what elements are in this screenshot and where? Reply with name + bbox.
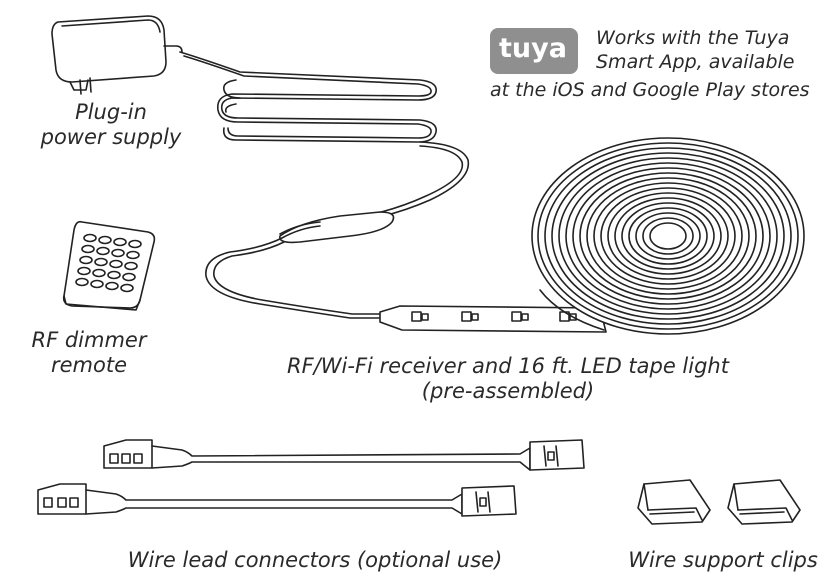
wire-lead-connector-icon (103, 439, 585, 471)
tuya-line-3-wrap: at the iOS and Google Play stores (490, 78, 810, 102)
remote-caption-line-2: remote (50, 353, 127, 377)
power-supply-caption-line-2: power supply (40, 125, 182, 149)
wire-support-clip-icon (637, 479, 711, 525)
receiver-caption-line-2: (pre-assembled) (421, 379, 595, 403)
wire-lead-connector-icon (37, 483, 517, 517)
tuya-line-3: at the iOS and Google Play stores (490, 79, 810, 101)
power-supply-caption-line-1: Plug-in (75, 100, 147, 124)
tuya-logo: tuya (490, 28, 578, 74)
power-supply-icon (51, 15, 183, 95)
tuya-compat-note: Works with the Tuya Smart App, available (596, 26, 794, 74)
tuya-logo-text: tuya (499, 33, 567, 64)
remote-caption: RF dimmer remote (14, 328, 164, 378)
receiver-caption-line-1: RF/Wi-Fi receiver and 16 ft. LED tape li… (287, 354, 729, 378)
inline-controller-icon (205, 211, 395, 319)
connectors-caption: Wire lead connectors (optional use) (110, 548, 520, 573)
coiled-cable-icon (179, 51, 470, 227)
connectors-caption-text: Wire lead connectors (optional use) (127, 548, 503, 572)
tuya-line-1: Works with the Tuya (596, 27, 790, 49)
led-strip-icon (379, 305, 607, 333)
rf-remote-icon (62, 220, 156, 311)
wire-support-clip-icon (727, 479, 801, 525)
receiver-caption: RF/Wi-Fi receiver and 16 ft. LED tape li… (268, 354, 748, 404)
clips-caption-text: Wire support clips (628, 548, 818, 572)
remote-caption-line-1: RF dimmer (31, 328, 147, 352)
power-supply-caption: Plug-in power supply (36, 100, 186, 150)
led-tape-reel-icon (531, 137, 805, 335)
tuya-line-2: Smart App, available (596, 51, 795, 73)
clips-caption: Wire support clips (618, 548, 828, 573)
